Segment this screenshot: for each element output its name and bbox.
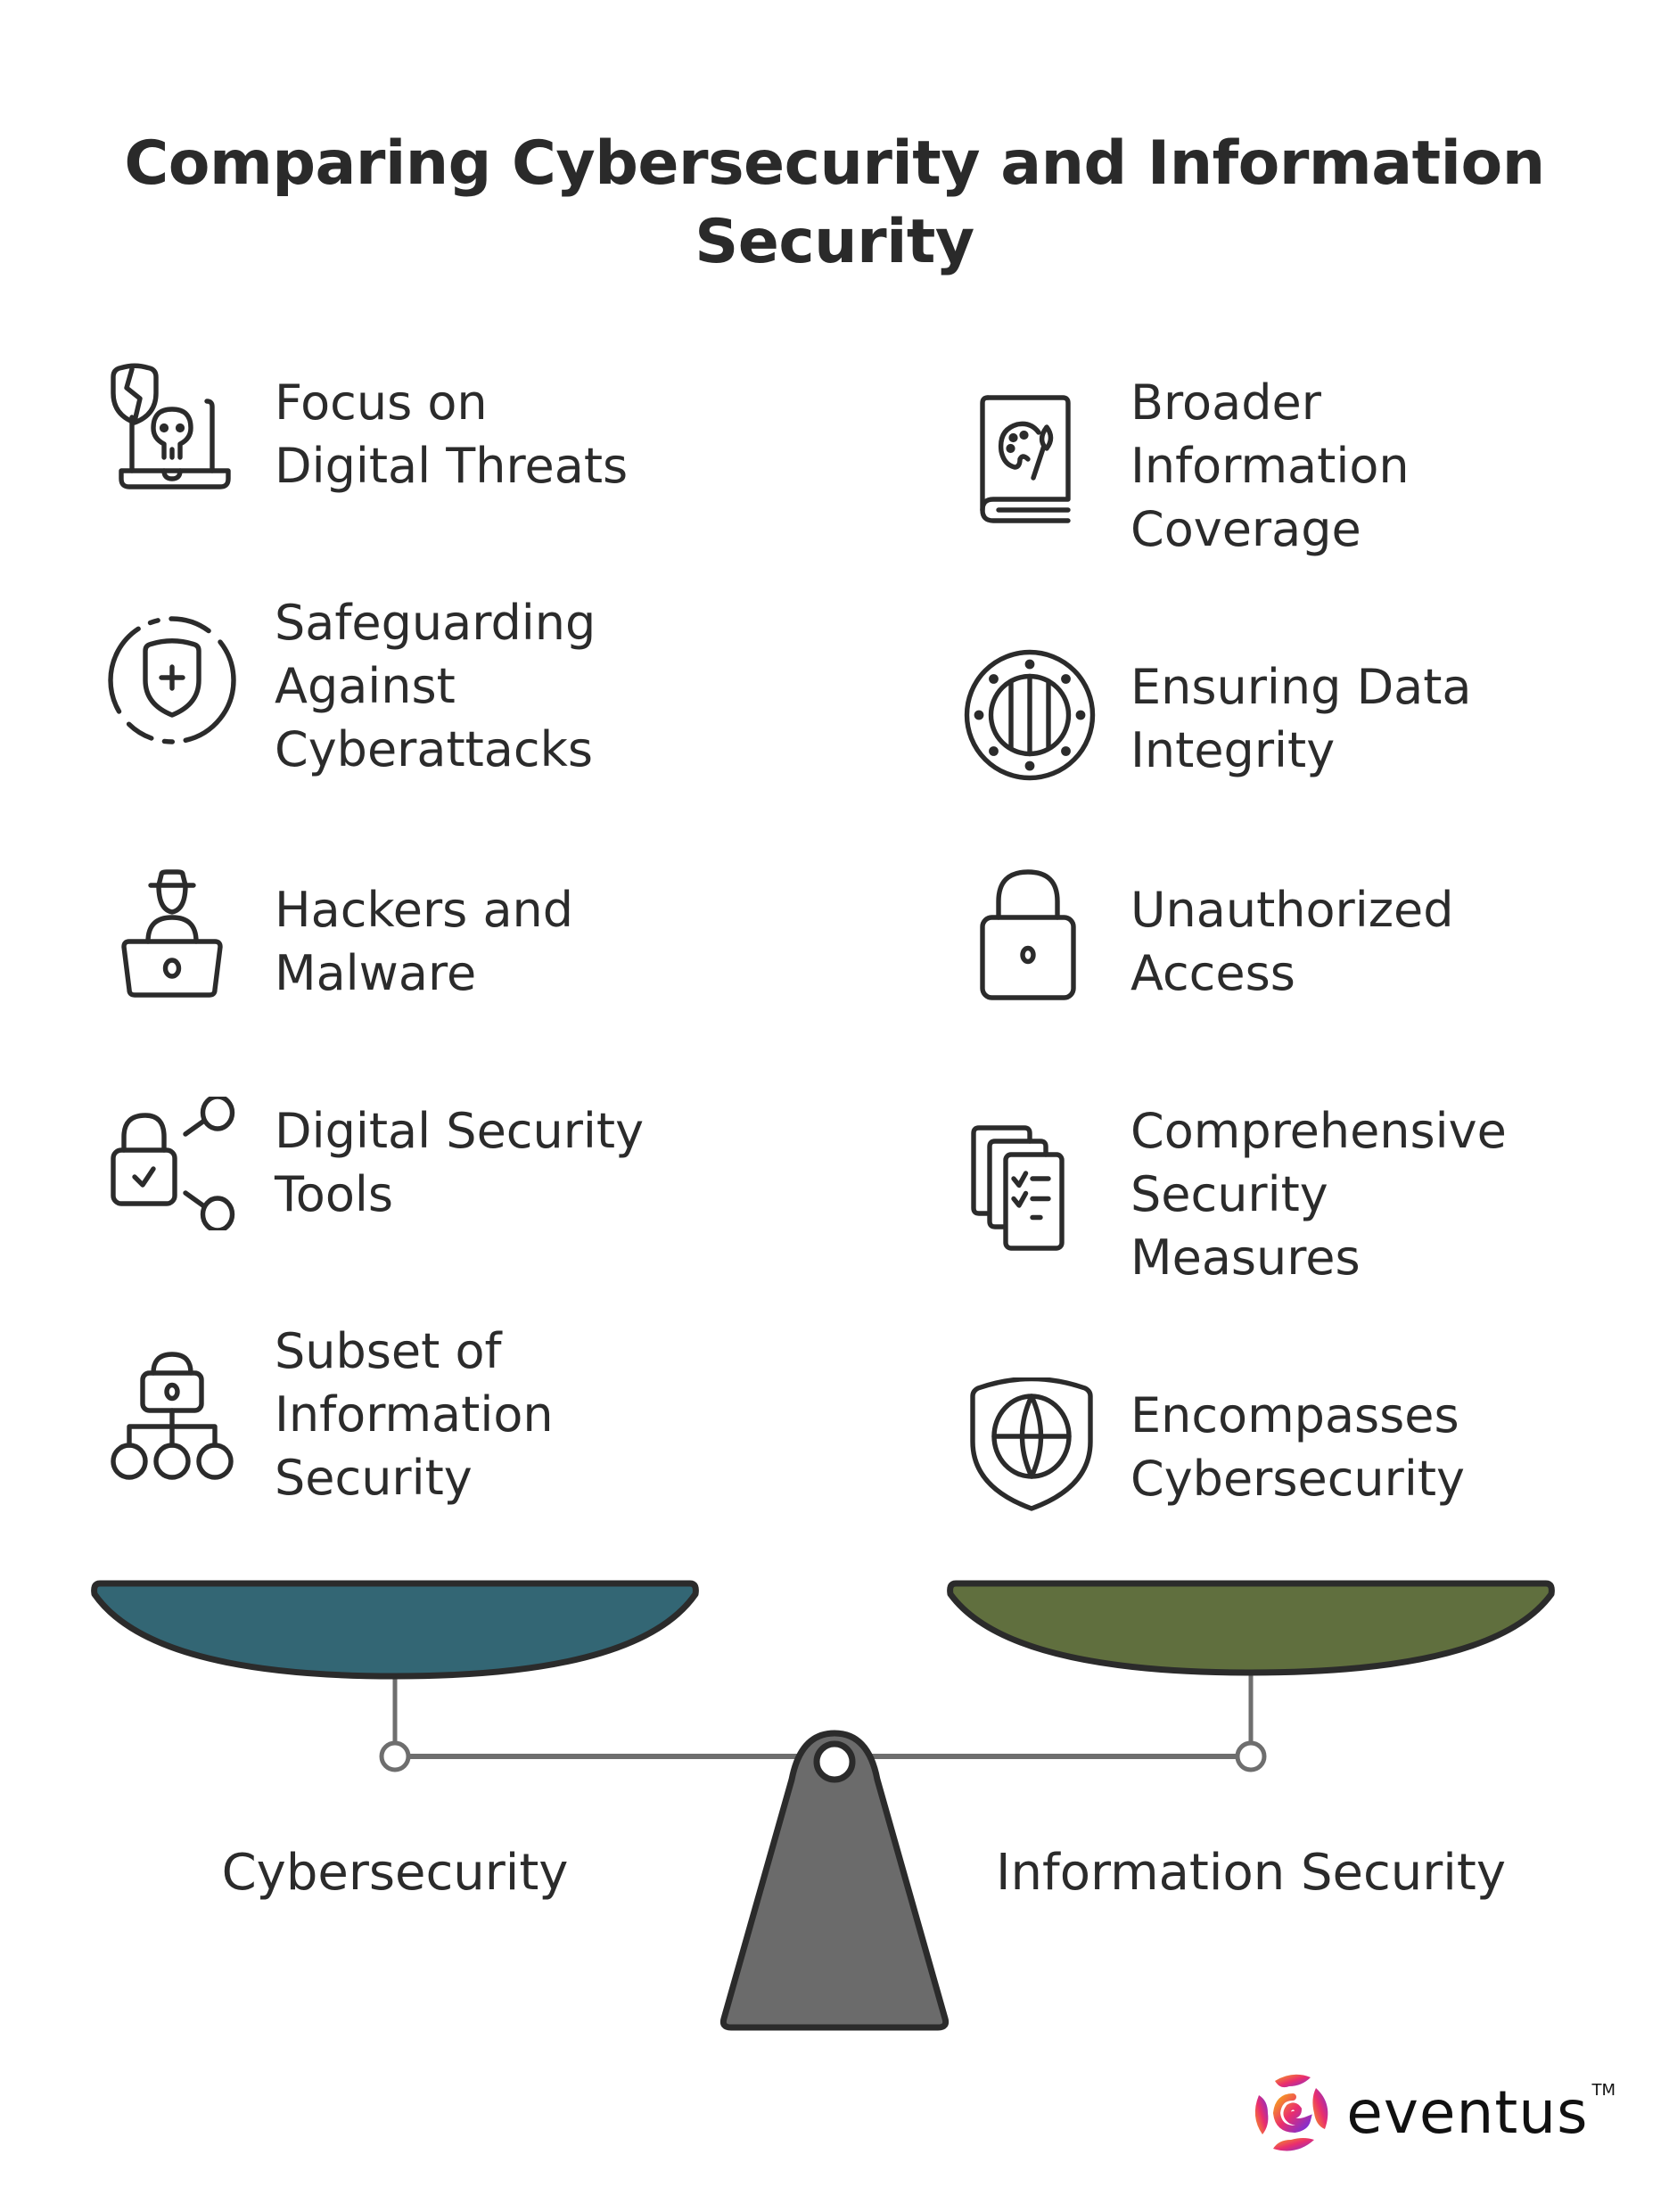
left-item-line: Hackers and	[275, 882, 574, 938]
left-item-line: Focus on	[275, 374, 488, 431]
left-item-line: Safeguarding	[275, 595, 596, 651]
right-item-line: Ensuring Data	[1130, 659, 1472, 715]
right-item-line: Coverage	[1130, 501, 1361, 557]
lock-hierarchy-icon	[105, 1346, 239, 1480]
right-item-line: Cybersecurity	[1130, 1451, 1465, 1507]
left-item-line: Information	[275, 1386, 554, 1443]
right-item-line: Access	[1130, 945, 1295, 1001]
right-pan	[947, 1580, 1555, 1676]
shield-globe-icon	[965, 1376, 1098, 1511]
checklist-documents-icon	[963, 1125, 1097, 1259]
right-item-line: Security	[1130, 1166, 1328, 1222]
shield-skull-laptop-icon	[105, 361, 239, 495]
lock-network-icon	[105, 1094, 239, 1233]
eventus-logo: eventus TM	[1248, 2060, 1616, 2167]
right-item-line: Measures	[1130, 1229, 1361, 1286]
left-item-line: Against	[275, 658, 456, 714]
right-item-line: Information	[1130, 438, 1410, 494]
left-item-line: Tools	[275, 1166, 394, 1222]
left-item-line: Digital Security	[275, 1103, 645, 1159]
right-item-line: Unauthorized	[1130, 882, 1454, 938]
eventus-logo-wordmark: eventus TM	[1346, 2077, 1616, 2149]
vault-door-icon	[963, 648, 1097, 782]
eventus-logo-mark-icon	[1255, 2074, 1328, 2151]
left-item-line: Digital Threats	[275, 438, 629, 494]
fulcrum	[719, 1730, 950, 2031]
page-title: Comparing Cybersecurity and Information …	[0, 125, 1669, 282]
eventus-logo-text: eventus	[1346, 2078, 1589, 2147]
title-line-2: Security	[695, 207, 974, 277]
book-palette-icon	[961, 392, 1095, 526]
left-pivot-ring	[379, 1740, 411, 1772]
left-pan	[91, 1580, 699, 1680]
right-item-line: Comprehensive	[1130, 1103, 1507, 1159]
left-item-line: Security	[275, 1450, 473, 1506]
cybersecurity-label: Cybersecurity	[221, 1844, 569, 1902]
fulcrum-pivot	[813, 1740, 856, 1783]
padlock-icon	[961, 869, 1095, 1003]
hacker-icon	[105, 869, 239, 1003]
right-pivot-ring	[1235, 1740, 1267, 1772]
left-item-line: Subset of	[275, 1323, 502, 1379]
left-item-line: Cyberattacks	[275, 721, 593, 777]
right-item-line: Broader	[1130, 374, 1321, 431]
right-item-line: Integrity	[1130, 722, 1336, 778]
title-line-1: Comparing Cybersecurity and Information	[124, 128, 1545, 199]
shield-plus-icon	[105, 613, 239, 747]
left-item-line: Malware	[275, 945, 477, 1001]
information-security-label: Information Security	[996, 1844, 1506, 1902]
right-item-line: Encompasses	[1130, 1387, 1459, 1443]
eventus-logo-tm: TM	[1591, 2081, 1616, 2100]
